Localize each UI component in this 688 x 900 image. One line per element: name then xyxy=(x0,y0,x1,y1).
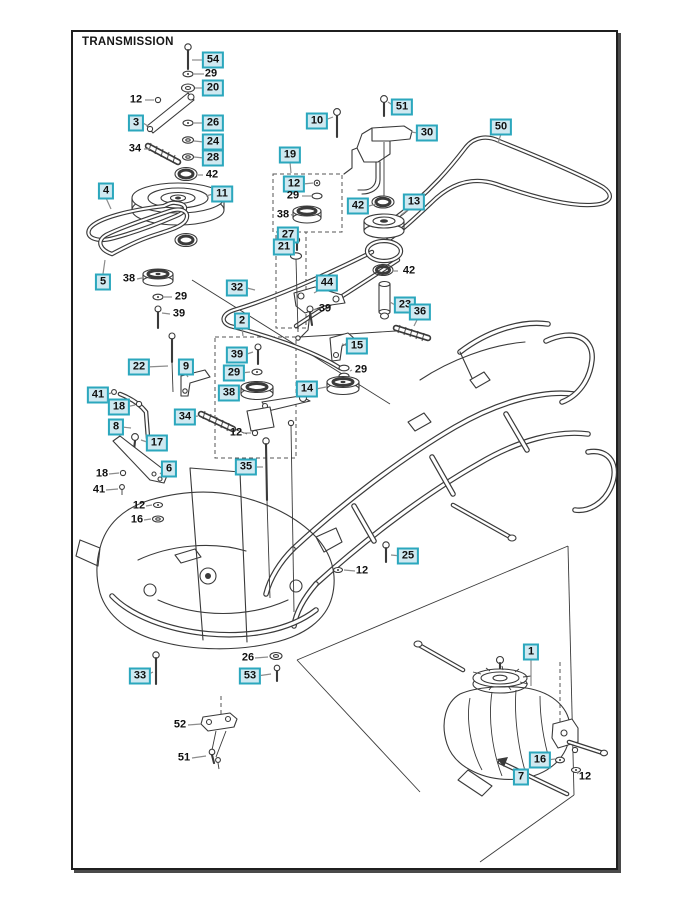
callout-12-boxed: 12 xyxy=(282,175,306,193)
callout-34-boxed: 34 xyxy=(173,408,197,426)
callout-30-boxed: 30 xyxy=(415,124,439,142)
leader-line-38 xyxy=(290,213,295,216)
callout-20-boxed: 20 xyxy=(201,79,225,97)
bracket-30-drawing xyxy=(333,95,413,196)
chassis-plate-drawing xyxy=(75,467,343,650)
callout-29-boxed: 29 xyxy=(222,364,246,382)
detail-2-contents-drawing xyxy=(197,343,311,437)
leader-line-38 xyxy=(136,277,143,280)
callout-42: 42 xyxy=(205,168,219,181)
transmission-unit-drawing xyxy=(413,640,609,797)
callout-24-boxed: 24 xyxy=(201,133,225,151)
chassis-frame-drawing xyxy=(263,320,618,629)
leader-line-12 xyxy=(145,504,153,507)
callout-12: 12 xyxy=(578,770,592,783)
leader-line-4 xyxy=(105,197,112,210)
callout-52: 52 xyxy=(173,718,187,731)
belt-4-5-drawing xyxy=(86,200,190,257)
leader-line-18 xyxy=(108,472,120,475)
callout-53-boxed: 53 xyxy=(238,667,262,685)
callout-33-boxed: 33 xyxy=(128,667,152,685)
callout-38: 38 xyxy=(276,208,290,221)
leader-line-12 xyxy=(576,771,579,775)
callout-14-boxed: 14 xyxy=(295,380,319,398)
callout-38-boxed: 38 xyxy=(217,384,241,402)
page-title: TRANSMISSION xyxy=(82,36,174,48)
callout-6-boxed: 6 xyxy=(160,460,178,478)
callout-12: 12 xyxy=(229,426,243,439)
callout-11-boxed: 11 xyxy=(211,185,233,203)
callout-9-boxed: 9 xyxy=(177,358,195,376)
callout-7-boxed: 7 xyxy=(512,768,530,786)
callout-32-boxed: 32 xyxy=(225,279,249,297)
callout-39: 39 xyxy=(318,302,332,315)
leader-line-39 xyxy=(161,312,171,315)
callout-17-boxed: 17 xyxy=(145,434,169,452)
callout-10-boxed: 10 xyxy=(305,112,329,130)
callout-39-boxed: 39 xyxy=(225,346,249,364)
callout-51: 51 xyxy=(177,751,191,764)
callout-42: 42 xyxy=(402,264,416,277)
lower-fastener-drawing xyxy=(152,541,390,770)
callout-12: 12 xyxy=(355,564,369,577)
callout-2-boxed: 2 xyxy=(233,312,251,330)
leader-line-16 xyxy=(143,518,152,521)
callout-29: 29 xyxy=(354,363,368,376)
callout-12: 12 xyxy=(132,499,146,512)
callout-1-boxed: 1 xyxy=(522,643,540,661)
callout-54-boxed: 54 xyxy=(201,51,225,69)
callout-13-boxed: 13 xyxy=(402,193,426,211)
leader-line-51 xyxy=(191,755,207,759)
callout-35-boxed: 35 xyxy=(234,458,258,476)
leader-line-41 xyxy=(105,488,119,491)
callout-8-boxed: 8 xyxy=(107,418,125,436)
callout-22-boxed: 22 xyxy=(127,358,151,376)
callout-34: 34 xyxy=(128,142,142,155)
callout-19-boxed: 19 xyxy=(278,146,302,164)
callout-51-boxed: 51 xyxy=(390,98,414,116)
callout-3-boxed: 3 xyxy=(127,114,145,132)
leader-line-12 xyxy=(343,569,356,572)
callout-36-boxed: 36 xyxy=(408,303,432,321)
belt-50-drawing xyxy=(385,135,612,243)
callout-42-boxed: 42 xyxy=(346,197,370,215)
callout-38: 38 xyxy=(122,272,136,285)
callout-26-boxed: 26 xyxy=(201,114,225,132)
leader-line-52 xyxy=(187,723,202,726)
callout-4-boxed: 4 xyxy=(97,182,115,200)
leader-line-39 xyxy=(312,308,318,311)
leader-line-19 xyxy=(289,161,292,174)
callout-15-boxed: 15 xyxy=(345,337,369,355)
callout-39: 39 xyxy=(172,307,186,320)
leader-line-42 xyxy=(368,203,377,207)
callout-28-boxed: 28 xyxy=(201,149,225,167)
callout-50-boxed: 50 xyxy=(489,118,513,136)
leader-line-5 xyxy=(102,259,106,275)
callout-21-boxed: 21 xyxy=(272,238,296,256)
callout-5-boxed: 5 xyxy=(94,273,112,291)
callout-29: 29 xyxy=(174,290,188,303)
callout-16: 16 xyxy=(130,513,144,526)
leader-line-29 xyxy=(349,369,353,372)
callout-18-boxed: 18 xyxy=(107,398,131,416)
callout-29: 29 xyxy=(204,67,218,80)
callout-44-boxed: 44 xyxy=(315,274,339,292)
leader-line-32 xyxy=(246,287,256,291)
callout-18: 18 xyxy=(95,467,109,480)
leader-line-50 xyxy=(497,133,502,144)
callout-26: 26 xyxy=(241,651,255,664)
callout-12: 12 xyxy=(129,93,143,106)
callout-41-boxed: 41 xyxy=(86,386,110,404)
callout-41: 41 xyxy=(92,483,106,496)
callout-29: 29 xyxy=(286,189,300,202)
leader-line-26 xyxy=(254,656,269,659)
callout-25-boxed: 25 xyxy=(396,547,420,565)
pulley-13-assembly-drawing xyxy=(363,195,405,320)
callout-16-boxed: 16 xyxy=(528,751,552,769)
